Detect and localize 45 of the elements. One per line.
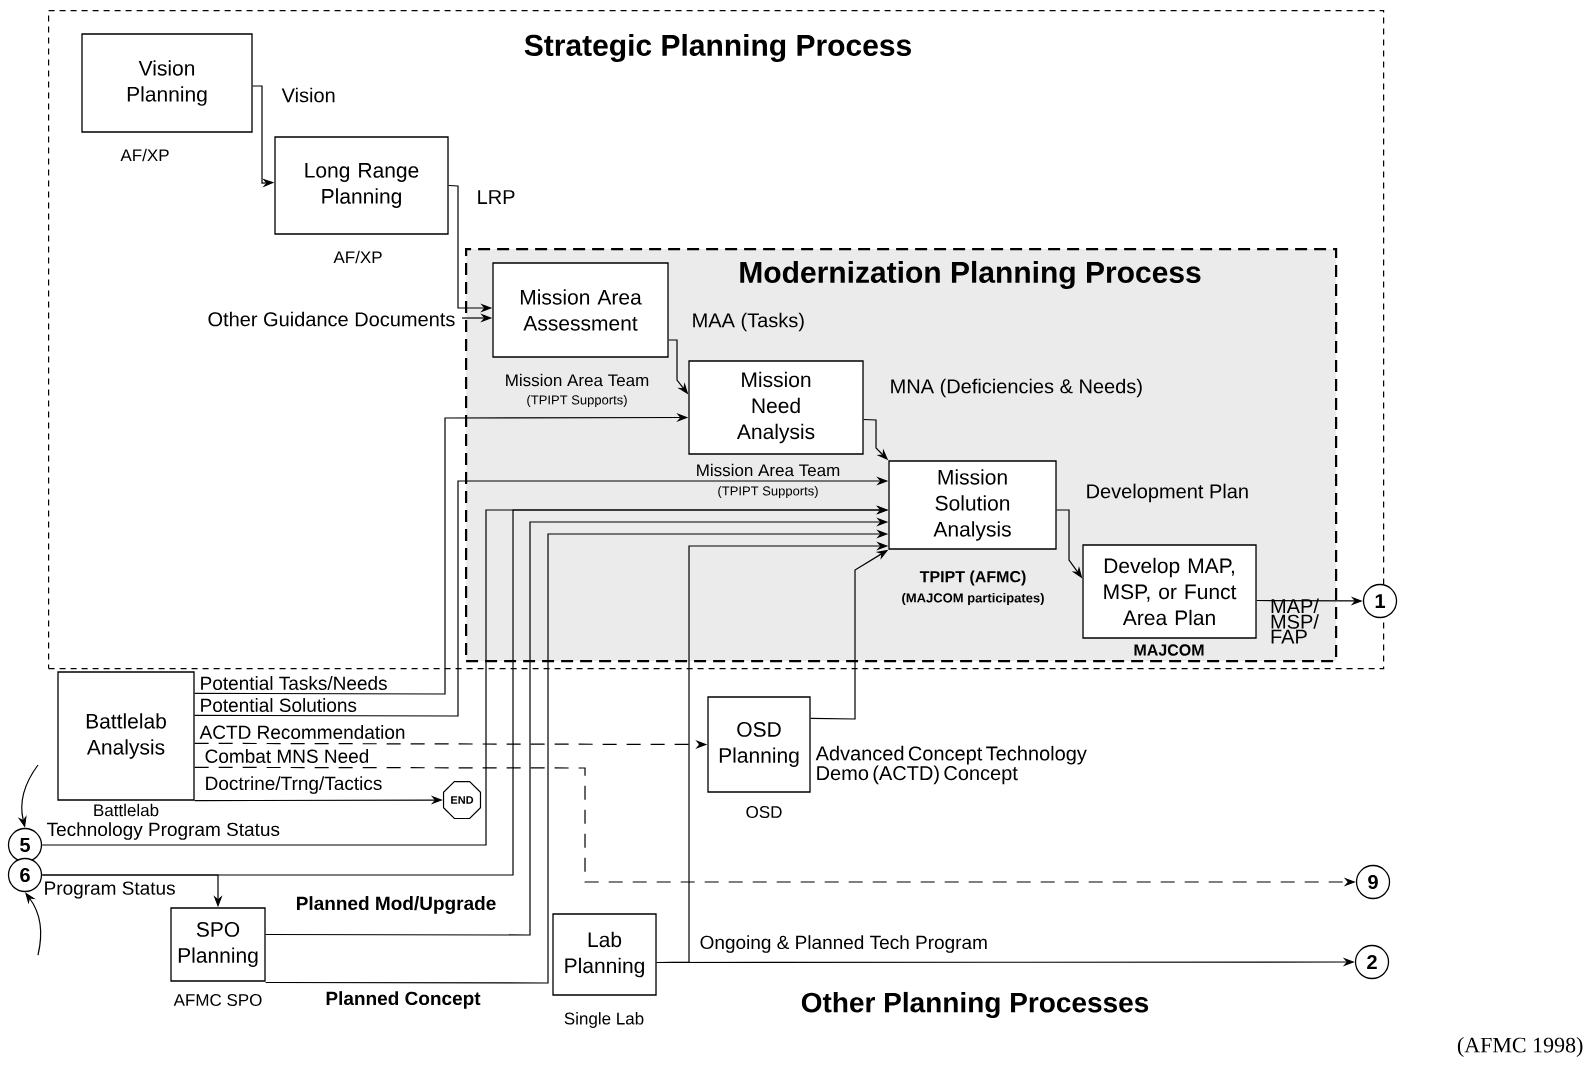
edge-label: Technology Program Status <box>47 822 280 840</box>
edge-label: Vision <box>281 87 335 103</box>
node-caption: AFMC SPO <box>173 994 262 1007</box>
process-box: Develop MAP, MSP, or Funct Area Plan <box>1082 544 1257 639</box>
edge-label: Development Plan <box>1087 483 1248 503</box>
node-caption: (MAJCOM participates) <box>902 592 1044 606</box>
node-caption: OSD <box>746 806 782 819</box>
process-box: OSD Planning <box>707 696 811 793</box>
edge-label: ACTD Recommendation <box>199 725 405 739</box>
end-octagon: END <box>442 780 482 820</box>
node-caption: TPIPT (AFMC) <box>919 570 1026 586</box>
edge-label: MAA (Tasks) <box>693 312 804 332</box>
edge-label: LRP <box>478 190 515 204</box>
edge-label: Advanced Concept Technology Demo (ACTD) Concept <box>815 745 1087 785</box>
edge-label: Potential Tasks/Needs <box>201 676 387 690</box>
node-caption: AF/XP <box>333 250 382 264</box>
edge-label: Ongoing & Planned Tech Program <box>700 935 987 953</box>
edge-label: MNA (Deficiencies & Needs) <box>891 378 1142 398</box>
node-caption: Mission Area Team <box>697 463 840 477</box>
process-box: Lab Planning <box>552 913 657 996</box>
node-caption: (TPIPT Supports) <box>718 485 818 499</box>
arrow <box>25 892 42 956</box>
node-caption: MAJCOM <box>1134 644 1204 656</box>
edge-label: Planned Concept <box>326 991 481 1009</box>
node-caption: AF/XP <box>120 148 169 162</box>
node-caption: Battlelab <box>94 803 159 817</box>
process-box: Mission Area Assessment <box>492 262 669 358</box>
node-caption: (TPIPT Supports) <box>527 394 627 408</box>
process-box: Battlelab Analysis <box>57 671 195 801</box>
process-box: Long Range Planning <box>274 136 449 235</box>
process-box: Vision Planning <box>81 33 253 133</box>
section-heading: Other Planning Processes <box>801 991 1149 1019</box>
edge-label: Potential Solutions <box>201 698 357 712</box>
node-caption: Mission Area Team <box>506 373 649 387</box>
edge-label: Program Status <box>45 881 175 899</box>
process-box: Mission Need Analysis <box>688 360 864 455</box>
edge-label: Doctrine/Trng/Tactics <box>206 776 382 794</box>
edge-label: Planned Mod/Upgrade <box>297 896 496 914</box>
edge-label: MAP/ MSP/ FAP <box>1271 598 1319 644</box>
process-box: Mission Solution Analysis <box>888 460 1057 550</box>
process-box: SPO Planning <box>170 907 266 982</box>
source-caption: (AFMC 1998) <box>1457 1037 1583 1057</box>
node-caption: Single Lab <box>564 1012 644 1028</box>
edge-label: Other Guidance Documents <box>208 311 455 327</box>
edge-label: Combat MNS Need <box>205 749 369 763</box>
